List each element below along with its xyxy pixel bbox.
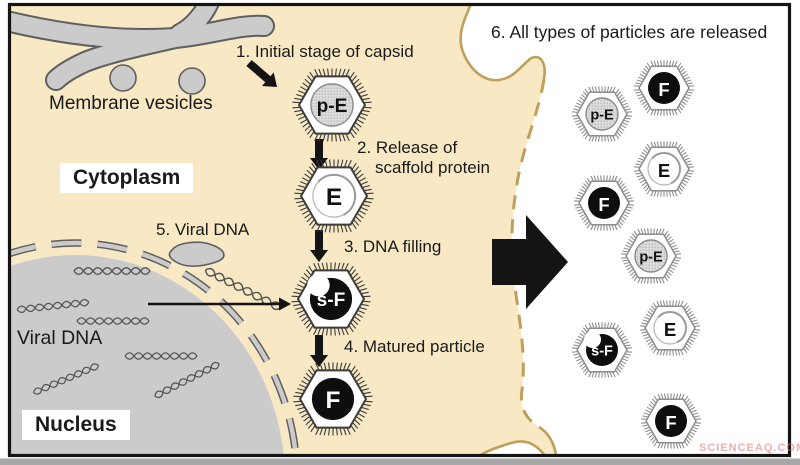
capsid-particle-p-E: p-E <box>292 68 372 142</box>
dna-export-blob-icon <box>168 241 225 267</box>
vesicle-icon <box>178 67 206 95</box>
step5-label: 5. Viral DNA <box>156 220 250 239</box>
capsid-particle-s-F: s-F <box>571 322 633 378</box>
step3-label: 3. DNA filling <box>344 237 442 256</box>
capsid-particle-E: E <box>633 141 695 197</box>
particle-label: p-E <box>639 249 663 265</box>
capsid-particle-E: E <box>639 300 701 356</box>
step4-arrow-icon <box>310 335 328 367</box>
cytoplasm-label: Cytoplasm <box>60 163 194 194</box>
release-arrow-icon <box>492 215 568 309</box>
capsid-particle-F: F <box>633 60 695 116</box>
capsid-particle-F: F <box>293 362 373 436</box>
capsid-particle-p-E: p-E <box>571 86 633 142</box>
particle-label: F <box>598 194 609 215</box>
step4-label: 4. Matured particle <box>344 337 485 356</box>
capsid-particle-E: E <box>294 159 374 233</box>
particle-layer: p-E Es-F Fp-E F E Fp-E Es-F F <box>291 60 702 449</box>
particle-label: F <box>665 412 676 433</box>
step2-label-line1: 2. Release of <box>357 138 458 157</box>
particle-label: s-F <box>317 290 346 311</box>
dna-filling-arrow-icon <box>148 297 291 311</box>
capsid-particle-p-E: p-E <box>620 228 682 284</box>
particle-label: s-F <box>591 343 613 359</box>
step2-arrow-icon <box>310 139 328 170</box>
step3-arrow-icon <box>310 230 328 262</box>
capsid-particle-F: F <box>573 175 635 231</box>
cell-membrane-boundary <box>459 4 558 456</box>
membrane-ribbon-icon <box>9 4 275 91</box>
viral-dna-label: Viral DNA <box>17 327 103 349</box>
vesicle-icon <box>109 64 137 92</box>
capsid-particle-F: F <box>640 393 702 449</box>
particle-label: p-E <box>317 96 348 117</box>
step1-label: 1. Initial stage of capsid <box>236 42 414 61</box>
particle-label: E <box>664 319 676 340</box>
frame-shadow <box>0 458 800 465</box>
particle-label: F <box>658 79 669 100</box>
particle-label: E <box>658 160 670 181</box>
step6-label: 6. All types of particles are released <box>491 22 768 42</box>
capsid-particle-s-F: s-F <box>291 262 371 336</box>
nucleus-label: Nucleus <box>22 410 130 441</box>
step1-arrow-icon <box>246 60 277 87</box>
watermark-text: SCIENCEAQ.COM <box>699 442 800 454</box>
diagram-frame <box>7 2 792 458</box>
particle-label: p-E <box>590 107 614 123</box>
membrane-vesicles-label: Membrane vesicles <box>49 93 213 114</box>
arrow-layer <box>148 60 568 367</box>
particle-label: E <box>326 184 342 211</box>
particle-label: F <box>326 387 341 414</box>
step2-label-line2: scaffold protein <box>375 158 490 177</box>
